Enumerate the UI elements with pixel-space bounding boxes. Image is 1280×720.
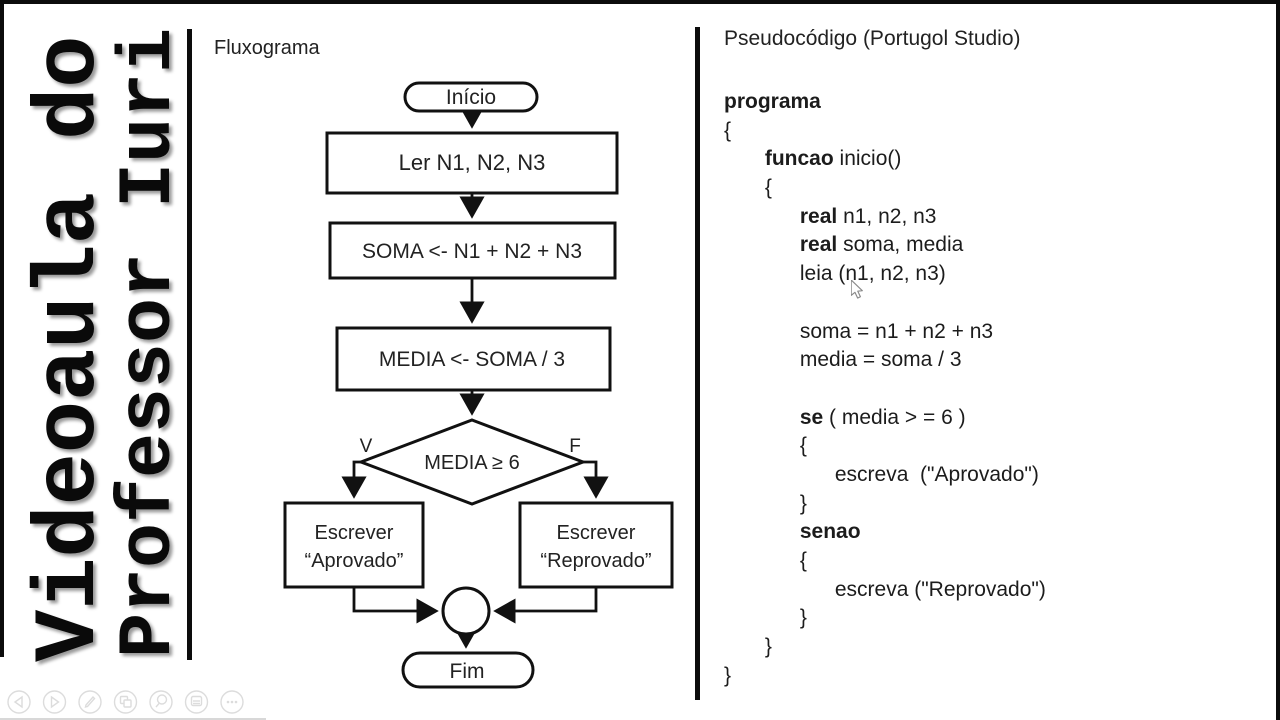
magnifier-icon	[156, 694, 168, 705]
frame-border-top	[0, 0, 1280, 4]
branch-false-line1: Escrever	[557, 522, 636, 544]
code-line: }	[799, 491, 807, 515]
flowchart-title: Fluxograma	[214, 37, 320, 59]
code-line	[724, 375, 1046, 404]
branding-line-videoaula: Videoaula do	[22, 35, 120, 662]
frame-border-right	[1276, 0, 1280, 720]
decision-label: MEDIA ≥ 6	[424, 452, 519, 474]
branding-underline	[187, 29, 192, 660]
code-line: {	[799, 434, 807, 458]
previous-arrow-icon	[13, 695, 23, 709]
process-avg-label: MEDIA <- SOMA / 3	[379, 348, 565, 371]
branch-true-box	[283, 501, 425, 589]
process-sum-label: SOMA <- N1 + N2 + N3	[362, 240, 582, 263]
code-line: escreva ("Aprovado")	[834, 462, 1039, 486]
process-read-label: Ler N1, N2, N3	[399, 150, 546, 175]
code-line: soma = n1 + n2 + n3	[799, 319, 994, 343]
frame-border-left	[0, 0, 4, 657]
decision-diamond	[356, 418, 588, 506]
pseudocode-block: programa { funcao inicio() { real n1, n2…	[724, 88, 1046, 690]
process-read-box	[325, 131, 619, 195]
start-terminator	[403, 81, 539, 113]
next-slide-button[interactable]	[42, 690, 67, 714]
code-line: }	[724, 663, 732, 687]
junction-connector	[441, 586, 491, 636]
code-line: {	[764, 176, 772, 200]
code-line: se ( media > = 6 )	[799, 405, 966, 429]
flow-connectors	[341, 106, 609, 649]
branch-false-box	[518, 501, 674, 589]
code-line: real n1, n2, n3	[799, 204, 937, 228]
see-all-slides-button[interactable]	[113, 690, 138, 714]
branch-true-line2: “Aprovado”	[305, 550, 404, 572]
branch-false-line2: “Reprovado”	[540, 550, 651, 572]
end-label: Fim	[450, 660, 485, 683]
more-options-button[interactable]	[220, 690, 244, 714]
branding-line-professor: Professor Iuri	[107, 27, 192, 658]
pseudocode-title: Pseudocódigo (Portugol Studio)	[724, 27, 1021, 50]
code-line: funcao inicio()	[764, 147, 902, 171]
start-label: Início	[446, 86, 496, 109]
code-line: programa	[724, 90, 821, 113]
code-line	[724, 289, 1046, 318]
code-line: {	[799, 549, 807, 572]
presenter-toolbar	[7, 690, 244, 714]
previous-slide-button[interactable]	[7, 690, 31, 714]
frame-border-bottom-faint	[0, 718, 266, 720]
code-line: {	[724, 118, 732, 142]
code-line: media = soma / 3	[799, 348, 962, 372]
process-sum-box	[328, 221, 617, 280]
code-line: real soma, media	[799, 233, 964, 257]
code-line: leia (n1, n2, n3)	[799, 262, 946, 286]
branch-true-line1: Escrever	[315, 522, 394, 544]
slides-front-icon	[123, 699, 132, 708]
end-terminator	[401, 651, 535, 689]
zoom-slide-button[interactable]	[149, 690, 173, 714]
mouse-cursor-icon	[851, 280, 863, 299]
code-line: senao	[799, 520, 861, 544]
code-line: }	[764, 635, 772, 659]
code-line: escreva ("Reprovado")	[834, 577, 1046, 601]
flowchart-diagram: Início Ler N1, N2, N3 SOMA <- N1 + N2 + …	[283, 81, 674, 689]
pen-icon	[84, 695, 96, 708]
process-avg-box	[335, 326, 612, 392]
panel-divider	[695, 27, 700, 700]
pen-tool-button[interactable]	[78, 690, 102, 714]
screen-icon	[190, 695, 203, 707]
true-branch-label: V	[360, 436, 373, 457]
false-branch-label: F	[569, 436, 581, 457]
code-line: }	[799, 606, 807, 630]
next-arrow-icon	[50, 695, 60, 709]
ellipsis-icon	[226, 700, 238, 704]
display-settings-button[interactable]	[184, 690, 209, 714]
magnifier-handle-icon	[155, 703, 160, 708]
